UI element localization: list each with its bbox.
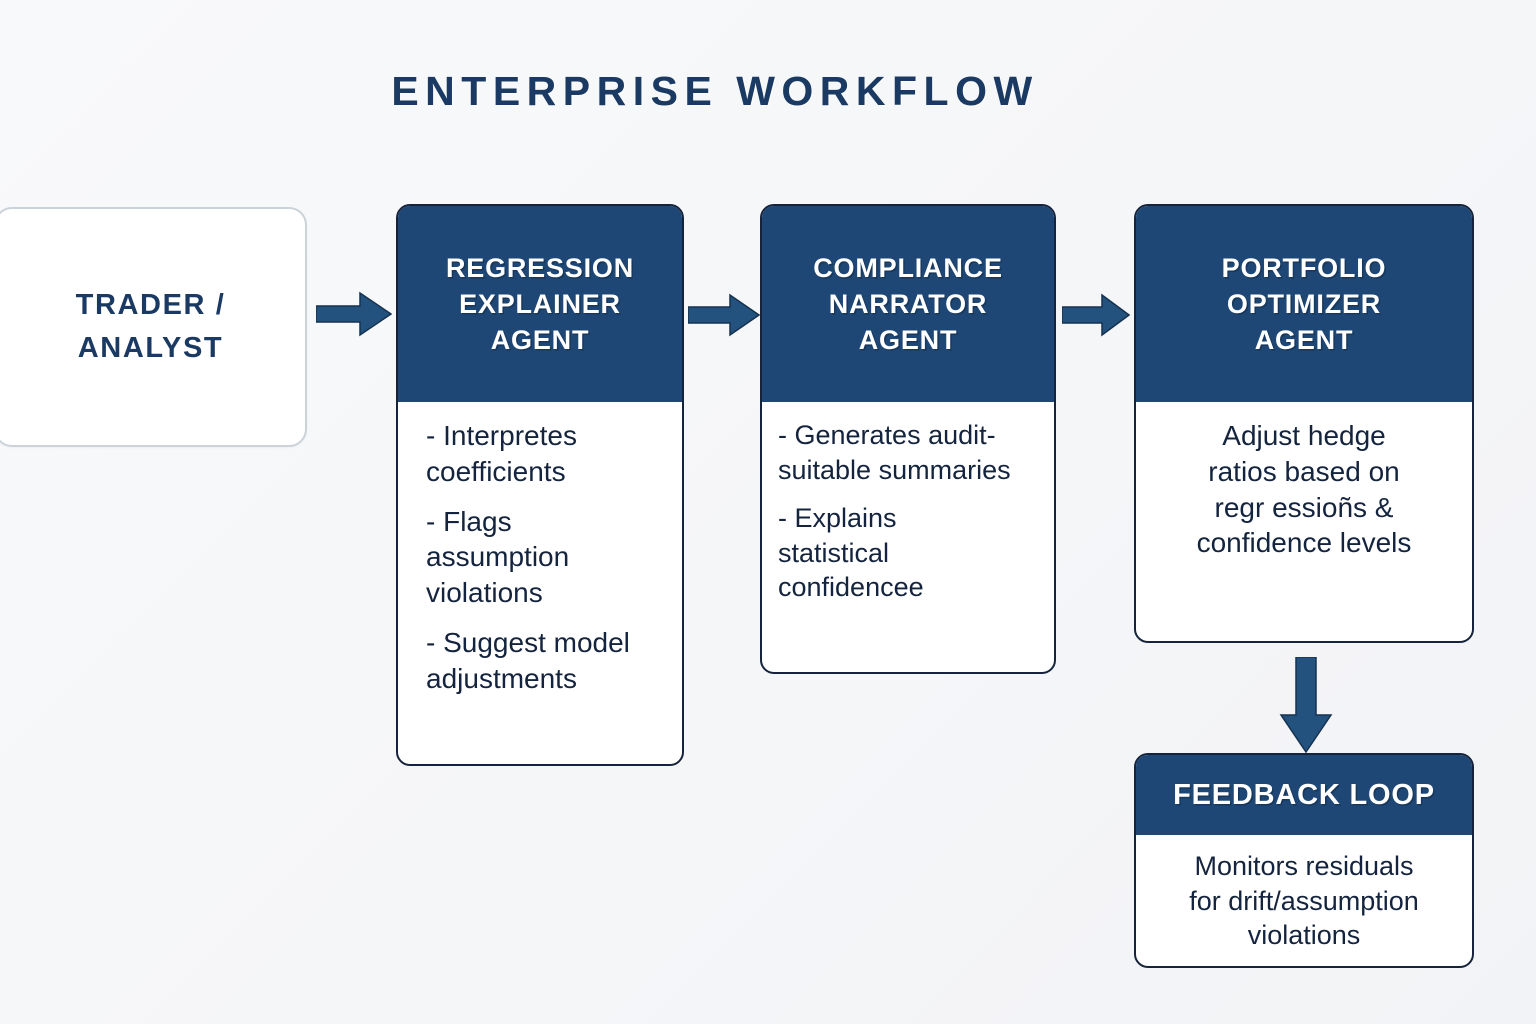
page-title: ENTERPRISE WORKFLOW xyxy=(391,68,1039,114)
regression-agent-header-line2: EXPLAINER xyxy=(459,288,621,319)
node-feedback-loop[interactable]: FEEDBACK LOOP Monitors residuals for dri… xyxy=(1134,753,1474,968)
arrow-regression-to-compliance-icon xyxy=(688,292,760,338)
compliance-agent-body: - Generates audit- suitable summaries - … xyxy=(762,402,1054,672)
bullet-text: confidencee xyxy=(778,572,924,603)
arrow-compliance-to-portfolio-icon xyxy=(1062,292,1130,338)
list-item: - Interpretes coefficients xyxy=(426,418,664,490)
compliance-agent-header-line3: AGENT xyxy=(858,325,958,356)
bullet-text: - Generates audit- xyxy=(778,420,996,450)
bullet-text: statistical xyxy=(778,537,890,568)
arrow-trader-to-regression-icon xyxy=(316,290,392,338)
body-text: ratios based on xyxy=(1208,455,1400,487)
portfolio-agent-header-line1: PORTFOLIO xyxy=(1221,252,1387,283)
node-compliance-narrator-agent[interactable]: COMPLIANCE NARRATOR AGENT - Generates au… xyxy=(760,204,1056,674)
trader-analyst-label-line1: TRADER / xyxy=(75,289,226,322)
arrow-portfolio-to-feedback-icon xyxy=(1275,657,1337,753)
list-item: - Flags assumption violations xyxy=(426,504,664,611)
portfolio-agent-header-line2: OPTIMIZER xyxy=(1226,288,1382,319)
trader-analyst-label: TRADER / ANALYST xyxy=(76,284,226,370)
bullet-text: - Suggest model xyxy=(426,627,630,659)
body-text: violations xyxy=(1247,920,1361,951)
node-portfolio-optimizer-agent[interactable]: PORTFOLIO OPTIMIZER AGENT Adjust hedge r… xyxy=(1134,204,1474,643)
bullet-text: - Flags xyxy=(426,505,512,537)
regression-agent-header: REGRESSION EXPLAINER AGENT xyxy=(398,206,682,402)
feedback-loop-header-text: FEEDBACK LOOP xyxy=(1173,778,1435,811)
portfolio-agent-header: PORTFOLIO OPTIMIZER AGENT xyxy=(1136,206,1472,402)
bullet-text: suitable summaries xyxy=(778,454,1011,485)
body-text: Monitors residuals xyxy=(1194,851,1414,881)
node-regression-explainer-agent[interactable]: REGRESSION EXPLAINER AGENT - Interpretes… xyxy=(396,204,684,766)
bullet-text: violations xyxy=(426,577,543,609)
portfolio-agent-body: Adjust hedge ratios based on regr essioñ… xyxy=(1136,402,1472,641)
bullet-text: coefficients xyxy=(426,455,566,487)
trader-analyst-label-line2: ANALYST xyxy=(77,332,224,364)
bullet-text: - Explains xyxy=(778,503,897,534)
compliance-agent-header-line1: COMPLIANCE xyxy=(813,252,1003,283)
bullet-text: - Interpretes xyxy=(426,420,577,451)
regression-agent-header-line3: AGENT xyxy=(490,325,590,356)
list-item: - Explains statistical confidencee xyxy=(778,501,1036,605)
bullet-text: adjustments xyxy=(426,662,577,694)
feedback-loop-body: Monitors residuals for drift/assumption … xyxy=(1136,835,1472,966)
body-text: Adjust hedge xyxy=(1222,420,1386,451)
list-item: - Suggest model adjustments xyxy=(426,625,664,697)
list-item: - Generates audit- suitable summaries xyxy=(778,418,1036,487)
regression-agent-body: - Interpretes coefficients - Flags assum… xyxy=(398,402,682,764)
body-text: confidence levels xyxy=(1196,527,1412,559)
body-text: regr essioñs & xyxy=(1214,491,1394,523)
body-text: for drift/assumption xyxy=(1189,885,1419,916)
regression-agent-header-line1: REGRESSION xyxy=(445,252,635,283)
compliance-agent-header-line2: NARRATOR xyxy=(828,288,988,319)
bullet-text: assumption xyxy=(426,541,570,573)
compliance-agent-header: COMPLIANCE NARRATOR AGENT xyxy=(762,206,1054,402)
feedback-loop-header: FEEDBACK LOOP xyxy=(1136,755,1472,835)
node-trader-analyst[interactable]: TRADER / ANALYST xyxy=(0,207,307,447)
portfolio-agent-header-line3: AGENT xyxy=(1254,325,1354,356)
